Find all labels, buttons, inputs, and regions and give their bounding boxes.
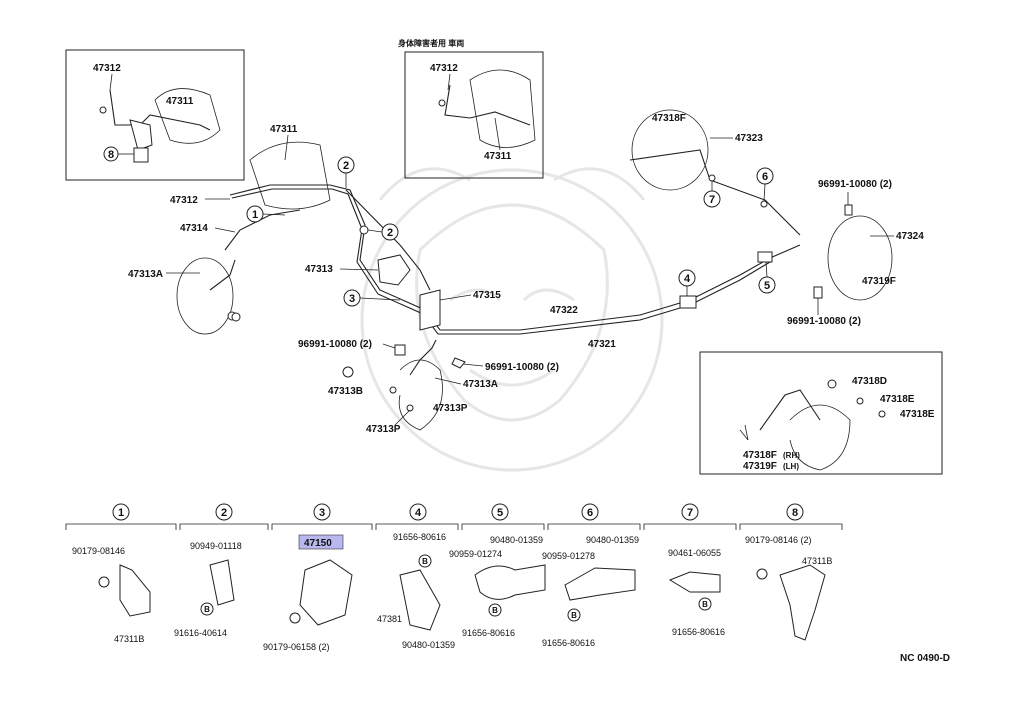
label-clip-top-right: 96991-10080 (2): [818, 179, 892, 190]
label-47313P-left: 47313P: [366, 424, 401, 435]
g1-label-b: 47311B: [114, 634, 144, 644]
label-clip-bot-right: 96991-10080 (2): [787, 316, 861, 327]
group-1: 1 90179-08146 47311B: [72, 503, 151, 644]
svg-text:1: 1: [252, 209, 258, 221]
label-47315: 47315: [473, 290, 501, 301]
g5-label-b: 90959-01274: [449, 549, 502, 559]
inset-center-47311: 47311: [484, 151, 512, 162]
label-47314: 47314: [180, 223, 208, 234]
inset-right-47318F: 47318F: [743, 450, 777, 461]
g3-label-b: 90179-06158 (2): [263, 642, 330, 652]
inset-left-47312: 47312: [93, 63, 121, 74]
inset-left-callout: 8: [108, 149, 114, 161]
label-47323: 47323: [735, 133, 763, 144]
svg-text:2: 2: [221, 507, 227, 519]
inset-right-47318E-a: 47318E: [880, 394, 915, 405]
svg-text:1: 1: [118, 507, 124, 519]
inset-right-47318E-b: 47318E: [900, 409, 935, 420]
callout-2a: 2: [337, 156, 355, 188]
g4-label-c: 90480-01359: [402, 640, 455, 650]
g7-label-b: 91656-80616: [672, 627, 725, 637]
inset-left-47311: 47311: [166, 96, 194, 107]
label-47313B: 47313B: [328, 386, 363, 397]
g6-label-a: 90480-01359: [586, 535, 639, 545]
g5-label-c: 91656-80616: [462, 628, 515, 638]
g8-label-b: 47311B: [802, 556, 832, 566]
svg-text:3: 3: [349, 293, 355, 305]
inset-center-47312: 47312: [430, 63, 458, 74]
g4-label-a: 91656-80616: [393, 532, 446, 542]
label-clip-left: 96991-10080 (2): [298, 339, 372, 350]
doc-code: NC 0490-D: [900, 653, 950, 664]
g2-label-b: 91616-40614: [174, 628, 227, 638]
g8-label-a: 90179-08146 (2): [745, 535, 812, 545]
label-47321: 47321: [588, 339, 616, 350]
label-47313A-left: 47313A: [128, 269, 163, 280]
callout-6: 6: [756, 167, 774, 202]
label-47311: 47311: [270, 124, 298, 135]
callout-5: 5: [758, 261, 776, 294]
label-47322: 47322: [550, 305, 578, 316]
svg-text:8: 8: [792, 507, 798, 519]
svg-text:5: 5: [497, 507, 503, 519]
svg-text:B: B: [492, 606, 498, 615]
svg-text:B: B: [571, 611, 577, 620]
svg-text:B: B: [702, 600, 708, 609]
group-6: 6 90480-01359 90959-01278 B 91656-80616: [542, 503, 639, 648]
group-8: 8 90179-08146 (2) 47311B: [745, 503, 832, 641]
inset-right-47318D: 47318D: [852, 376, 887, 387]
svg-text:4: 4: [415, 507, 422, 519]
g3-label-a: 47150: [304, 538, 332, 549]
g1-label-a: 90179-08146: [72, 546, 125, 556]
inset-left: 47312 47311 8: [65, 49, 245, 181]
label-47318F: 47318F: [652, 113, 686, 124]
g3-highlight-47150: [298, 534, 344, 550]
svg-text:3: 3: [319, 507, 325, 519]
group-7: 7 90461-06055 B 91656-80616: [668, 503, 725, 637]
group-2: 2 90949-01118 B 91616-40614: [174, 503, 242, 638]
label-47319F: 47319F: [862, 276, 896, 287]
label-clip-center: 96991-10080 (2): [485, 362, 559, 373]
callout-1: 1: [246, 205, 286, 223]
svg-text:B: B: [422, 557, 428, 566]
group-4: 4 91656-80616 B 47381 90480-01359: [377, 503, 455, 650]
callout-7: 7: [703, 181, 721, 208]
inset-right: 47318D 47318E 47318E 47318F (RH) 47319F …: [699, 351, 943, 475]
g6-label-b: 90959-01278: [542, 551, 595, 561]
part-groups: 1 90179-08146 47311B 2 90949-01118 B 916…: [65, 503, 843, 652]
callout-4: 4: [678, 269, 696, 296]
label-47324: 47324: [896, 231, 924, 242]
g6-label-c: 91656-80616: [542, 638, 595, 648]
inset-right-47319F: 47319F: [743, 461, 777, 472]
label-47312: 47312: [170, 195, 198, 206]
g4-label-b: 47381: [377, 614, 402, 624]
inset-center: 身体障害者用 車両 47312 47311: [398, 38, 544, 179]
inset-center-caption: 身体障害者用 車両: [398, 38, 464, 48]
svg-text:2: 2: [343, 160, 349, 172]
svg-text:6: 6: [587, 507, 593, 519]
label-47313: 47313: [305, 264, 333, 275]
callout-3: 3: [343, 289, 401, 307]
label-47313P-right: 47313P: [433, 403, 468, 414]
callout-2b: 2: [367, 223, 399, 241]
svg-text:6: 6: [762, 171, 768, 183]
inset-right-lh: (LH): [783, 462, 799, 471]
inset-right-rh: (RH): [783, 451, 800, 460]
main-assembly: 47311 47312 47314 47313A 47313 47315 473…: [128, 109, 924, 435]
svg-text:7: 7: [709, 194, 715, 206]
label-47313A-low: 47313A: [463, 379, 498, 390]
svg-text:5: 5: [764, 280, 770, 292]
g2-label-a: 90949-01118: [190, 541, 242, 551]
group-5: 5 90480-01359 90959-01274 B 91656-80616: [449, 503, 546, 638]
svg-text:2: 2: [387, 227, 393, 239]
svg-text:4: 4: [684, 273, 691, 285]
group-3: 3 47150 90179-06158 (2): [263, 503, 353, 652]
svg-text:7: 7: [687, 507, 693, 519]
g7-label-a: 90461-06055: [668, 548, 721, 558]
svg-text:B: B: [204, 605, 210, 614]
watermark-emblem: [360, 167, 664, 472]
g5-label-a: 90480-01359: [490, 535, 543, 545]
